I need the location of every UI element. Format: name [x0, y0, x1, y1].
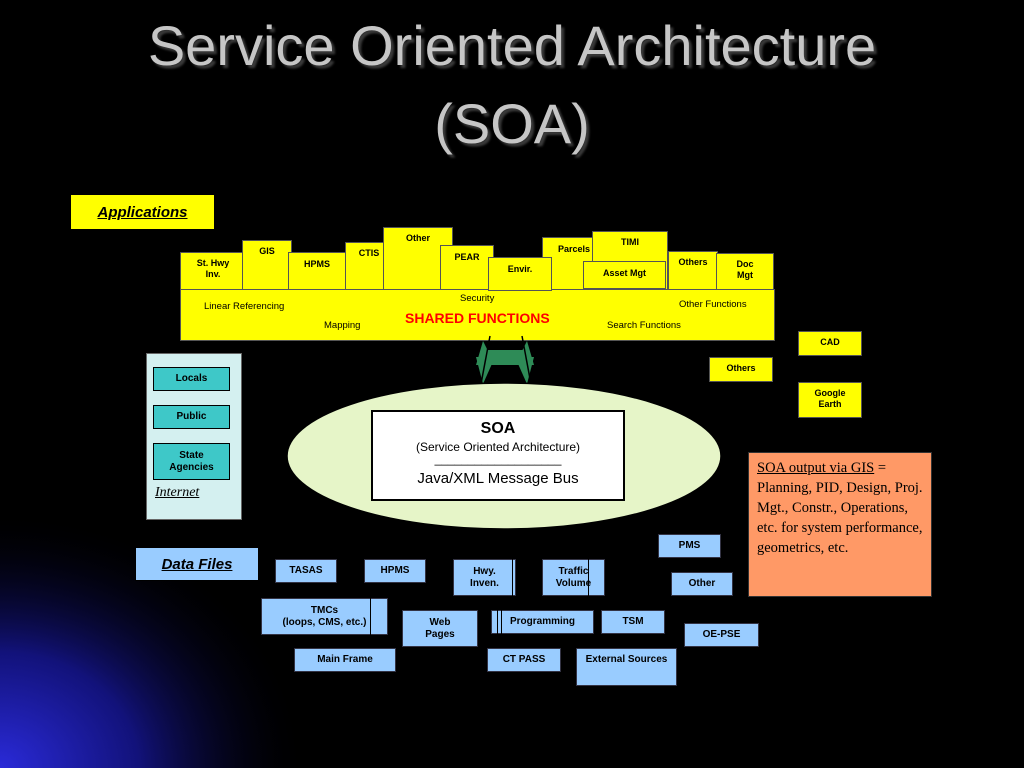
- soa-output-text: = Planning, PID, Design, Proj. Mgt., Con…: [757, 460, 923, 556]
- connector-line: [501, 610, 502, 634]
- internet-box-public: Public: [153, 405, 230, 429]
- data-file-tsm: TSM: [601, 610, 665, 634]
- applications-label-box: Applications: [70, 194, 215, 230]
- green-double-arrow: [476, 335, 534, 385]
- internet-box-locals: Locals: [153, 367, 230, 391]
- soa-divider: ___________________: [434, 452, 562, 466]
- soa-message-bus: Java/XML Message Bus: [417, 470, 579, 487]
- data-file-oe-pse: OE-PSE: [684, 623, 759, 647]
- shared-functions-title: SHARED FUNCTIONS: [405, 310, 550, 326]
- app-box-doc-mgt: Doc Mgt: [716, 253, 774, 292]
- connector-line: [497, 610, 498, 634]
- external-app-google-earth: Google Earth: [798, 382, 862, 418]
- data-files-label: Data Files: [161, 555, 233, 573]
- data-file-traffic-volume: Traffic Volume: [542, 559, 605, 596]
- data-files-label-box: Data Files: [135, 547, 259, 581]
- soa-box: SOA (Service Oriented Architecture) ____…: [371, 410, 625, 501]
- shared-function-linear-referencing: Linear Referencing: [204, 301, 285, 312]
- shared-functions-band: [180, 289, 775, 341]
- applications-label: Applications: [97, 203, 188, 221]
- soa-title: SOA: [480, 420, 516, 437]
- data-file-hwy-inven: Hwy. Inven.: [453, 559, 516, 596]
- soa-subtitle: (Service Oriented Architecture): [415, 440, 581, 454]
- data-file-ct-pass: CT PASS: [487, 648, 561, 672]
- connector-line: [588, 559, 589, 596]
- app-box-gis: GIS: [242, 240, 292, 292]
- shared-function-mapping: Mapping: [324, 320, 361, 331]
- data-file-web-pages: Web Pages: [402, 610, 478, 647]
- internet-box-state-agencies: State Agencies: [153, 443, 230, 480]
- data-file-pms: PMS: [658, 534, 721, 558]
- app-box-others: Others: [668, 251, 718, 292]
- data-file-other: Other: [671, 572, 733, 596]
- data-file-external-sources: External Sources: [585, 654, 668, 665]
- connector-line: [370, 598, 371, 635]
- shared-function-search-functions: Search Functions: [607, 320, 681, 331]
- external-app-others: Others: [709, 357, 773, 382]
- soa-output-note: SOA output via GIS = Planning, PID, Desi…: [748, 452, 932, 597]
- data-file-programming: Programming: [491, 610, 594, 634]
- internet-label: Internet: [155, 485, 200, 500]
- data-file-main-frame: Main Frame: [294, 648, 396, 672]
- data-file-tasas: TASAS: [275, 559, 337, 583]
- shared-function-other-functions: Other Functions: [679, 299, 747, 310]
- data-file-hpms: HPMS: [364, 559, 426, 583]
- app-box-hpms: HPMS: [288, 252, 346, 292]
- external-app-cad: CAD: [798, 331, 862, 356]
- shared-function-security: Security: [460, 293, 495, 304]
- slide-title-line-1: Service Oriented Architecture: [147, 14, 877, 77]
- slide-title-line-2: (SOA): [434, 92, 590, 155]
- app-box-envir: Envir.: [488, 257, 552, 291]
- connector-line: [512, 559, 513, 596]
- soa-output-heading: SOA output via GIS: [757, 460, 875, 476]
- data-file-tmcs: TMCs (loops, CMS, etc.): [261, 598, 388, 635]
- app-box-asset-mgt: Asset Mgt: [583, 261, 666, 289]
- data-file-external-sources-box: [576, 648, 677, 686]
